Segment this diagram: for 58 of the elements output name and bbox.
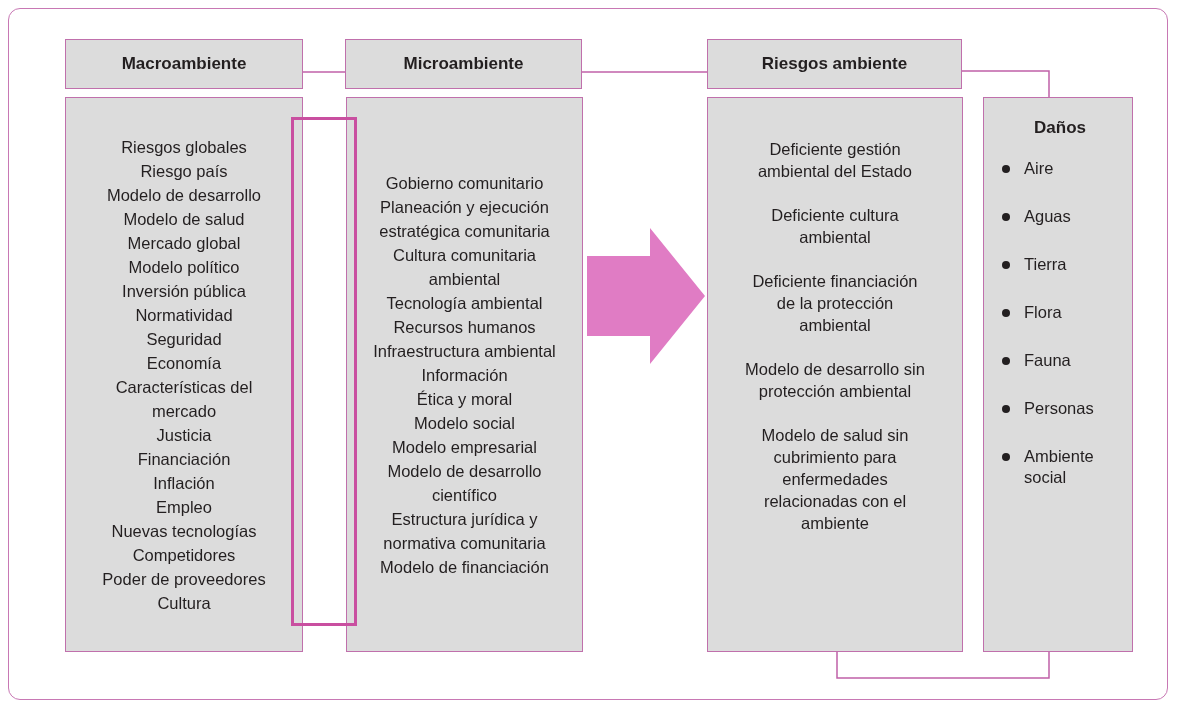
list-item: Mercado global [127,232,241,254]
list-item: Inversión pública [122,280,246,302]
list-item: Inflación [153,472,215,494]
list-heading: Daños [1033,118,1087,138]
header-box: Microambiente [345,39,582,89]
list-item: Tecnología ambiental [386,292,543,314]
connector-line [302,71,346,73]
list-item: Economía [146,352,222,374]
connector-line [961,70,1050,98]
list-item: Cultura comunitaria ambiental [391,244,538,290]
list-item: Ambiente social [1024,446,1095,488]
list-item: Modelo de salud [123,208,245,230]
list-item: Características del mercado [114,376,254,422]
list-item: Seguridad [146,328,222,350]
risk-text: Deficiente cultura ambiental [770,205,900,248]
list-item: Riesgo país [140,160,228,182]
list-item: Ética y moral [416,388,513,410]
risk-text: Deficiente financiación de la protección ambiental [751,271,919,336]
list-item: Poder de proveedores [102,568,266,590]
list-item: Modelo de financiación [380,556,549,578]
list-box [983,97,1133,652]
list-box [707,97,963,652]
list-box [65,97,303,652]
list-item: Financiación [137,448,231,470]
list-item: Modelo político [128,256,240,278]
block-arrow [587,228,705,364]
list-item: Planeación y ejecución estratégica comunitaria [378,196,551,242]
risk-text: Modelo de desarrollo sin protección ambiental [744,359,926,402]
list-item: Personas [1024,398,1094,419]
connector-line [836,651,1050,679]
list-item: Competidores [132,544,236,566]
list-item: Cultura [157,592,211,614]
list-item: Empleo [156,496,212,518]
header-box: Riesgos ambiente [707,39,962,89]
header-box: Macroambiente [65,39,303,89]
list-item: Fauna [1024,350,1071,371]
list-item: Normatividad [135,304,233,326]
risk-text: Deficiente gestión ambiental del Estado [756,139,914,182]
list-item: Modelo empresarial [392,436,537,458]
list-item: Riesgos globales [121,136,247,158]
list-item: Modelo social [414,412,515,434]
list-item: Modelo de desarrollo [106,184,262,206]
risk-text: Modelo de salud sin cubrimiento para enfermedades relacionadas con el ambiente [760,425,910,534]
list-item: Modelo de desarrollo científico [386,460,543,506]
connector-line [581,71,708,73]
list-item: Información [421,364,508,386]
list-item: Aguas [1024,206,1071,227]
list-item: Infraestructura ambiental [373,340,556,362]
list-item: Justicia [156,424,212,446]
list-item: Aire [1024,158,1054,179]
list-box [346,97,583,652]
list-item: Gobierno comunitario [385,172,544,194]
list-item: Flora [1024,302,1062,323]
list-item: Tierra [1024,254,1067,275]
list-item: Nuevas tecnologías [111,520,257,542]
list-item: Recursos humanos [393,316,536,338]
list-item: Estructura jurídica y normativa comunitaria [382,508,547,554]
highlight-frame [291,117,357,626]
